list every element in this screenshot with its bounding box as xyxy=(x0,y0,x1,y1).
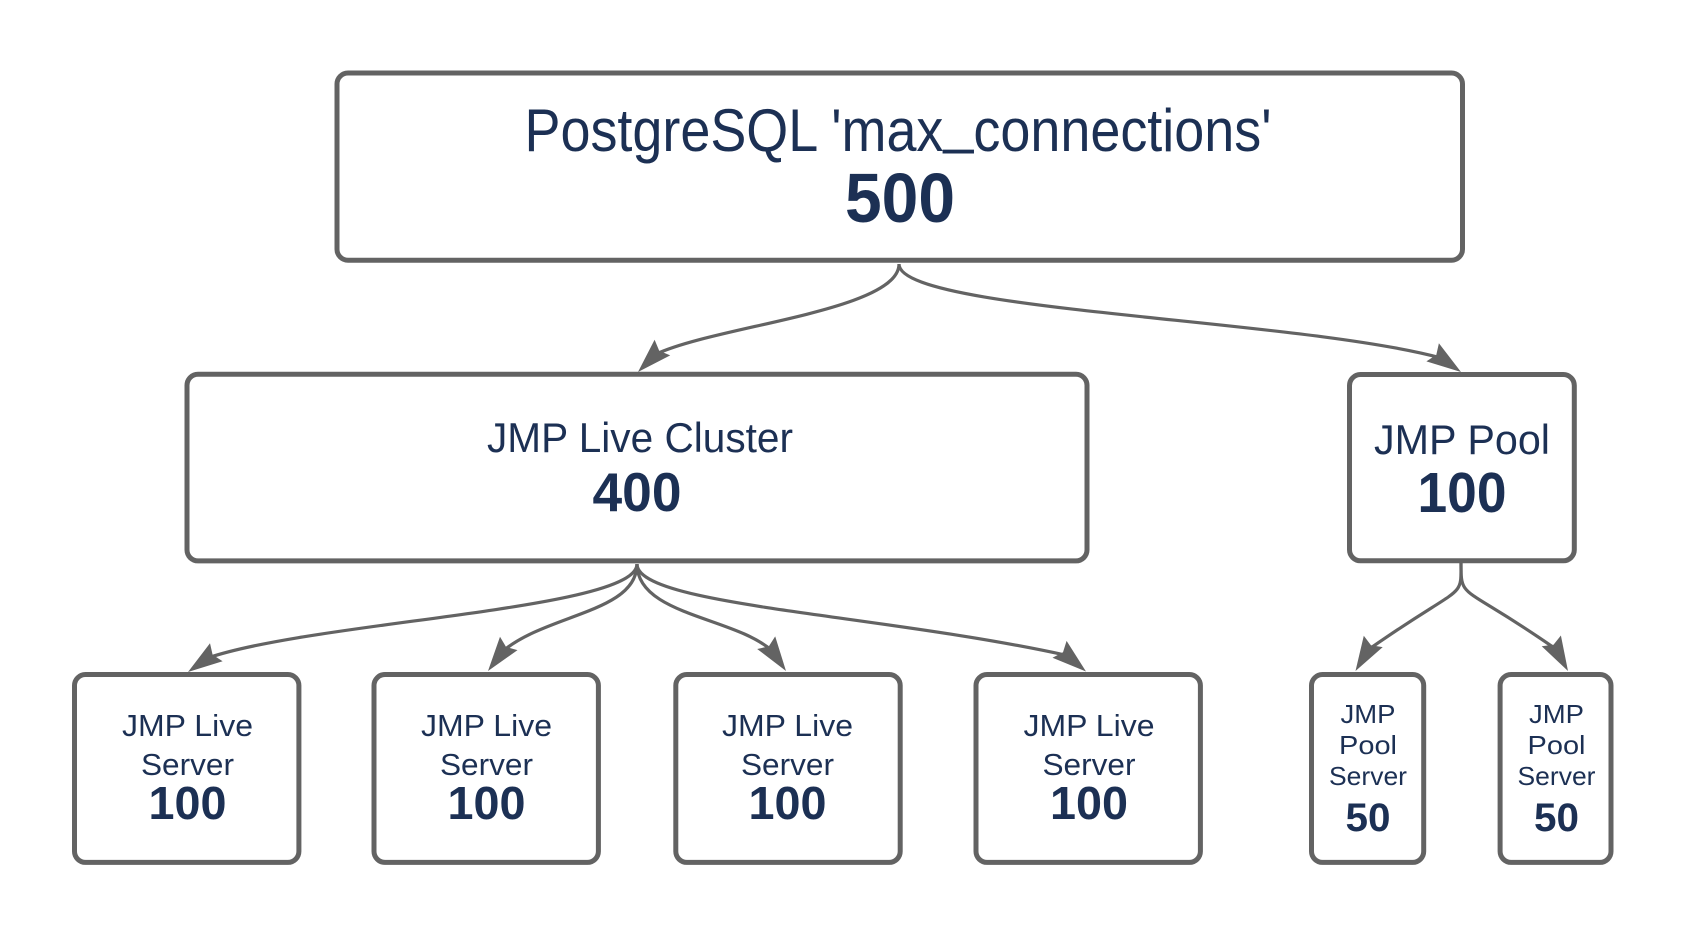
svg-text:JMP Live: JMP Live xyxy=(122,708,253,743)
svg-text:JMP Pool: JMP Pool xyxy=(1374,416,1550,463)
svg-text:50: 50 xyxy=(1346,796,1391,840)
svg-text:JMP: JMP xyxy=(1529,699,1584,729)
svg-text:Pool: Pool xyxy=(1528,730,1586,760)
svg-text:100: 100 xyxy=(1050,777,1128,829)
svg-text:100: 100 xyxy=(149,777,227,829)
svg-text:Server: Server xyxy=(1518,761,1596,791)
svg-text:Server: Server xyxy=(440,747,533,782)
svg-text:50: 50 xyxy=(1534,796,1579,840)
svg-text:Server: Server xyxy=(741,747,834,782)
svg-text:JMP Live: JMP Live xyxy=(421,708,552,743)
svg-text:PostgreSQL 'max_connections': PostgreSQL 'max_connections' xyxy=(525,88,1272,165)
svg-text:Server: Server xyxy=(1329,761,1407,791)
svg-text:JMP Live: JMP Live xyxy=(1024,708,1155,743)
svg-text:400: 400 xyxy=(593,461,682,523)
svg-text:100: 100 xyxy=(749,777,827,829)
svg-text:Server: Server xyxy=(1043,747,1136,782)
svg-text:JMP Live Cluster: JMP Live Cluster xyxy=(487,414,793,461)
svg-text:100: 100 xyxy=(448,777,526,829)
svg-text:500: 500 xyxy=(845,159,955,237)
svg-text:Pool: Pool xyxy=(1339,730,1397,760)
svg-text:JMP: JMP xyxy=(1341,699,1396,729)
svg-text:JMP Live: JMP Live xyxy=(722,708,853,743)
svg-text:Server: Server xyxy=(141,747,234,782)
svg-text:100: 100 xyxy=(1418,461,1507,525)
